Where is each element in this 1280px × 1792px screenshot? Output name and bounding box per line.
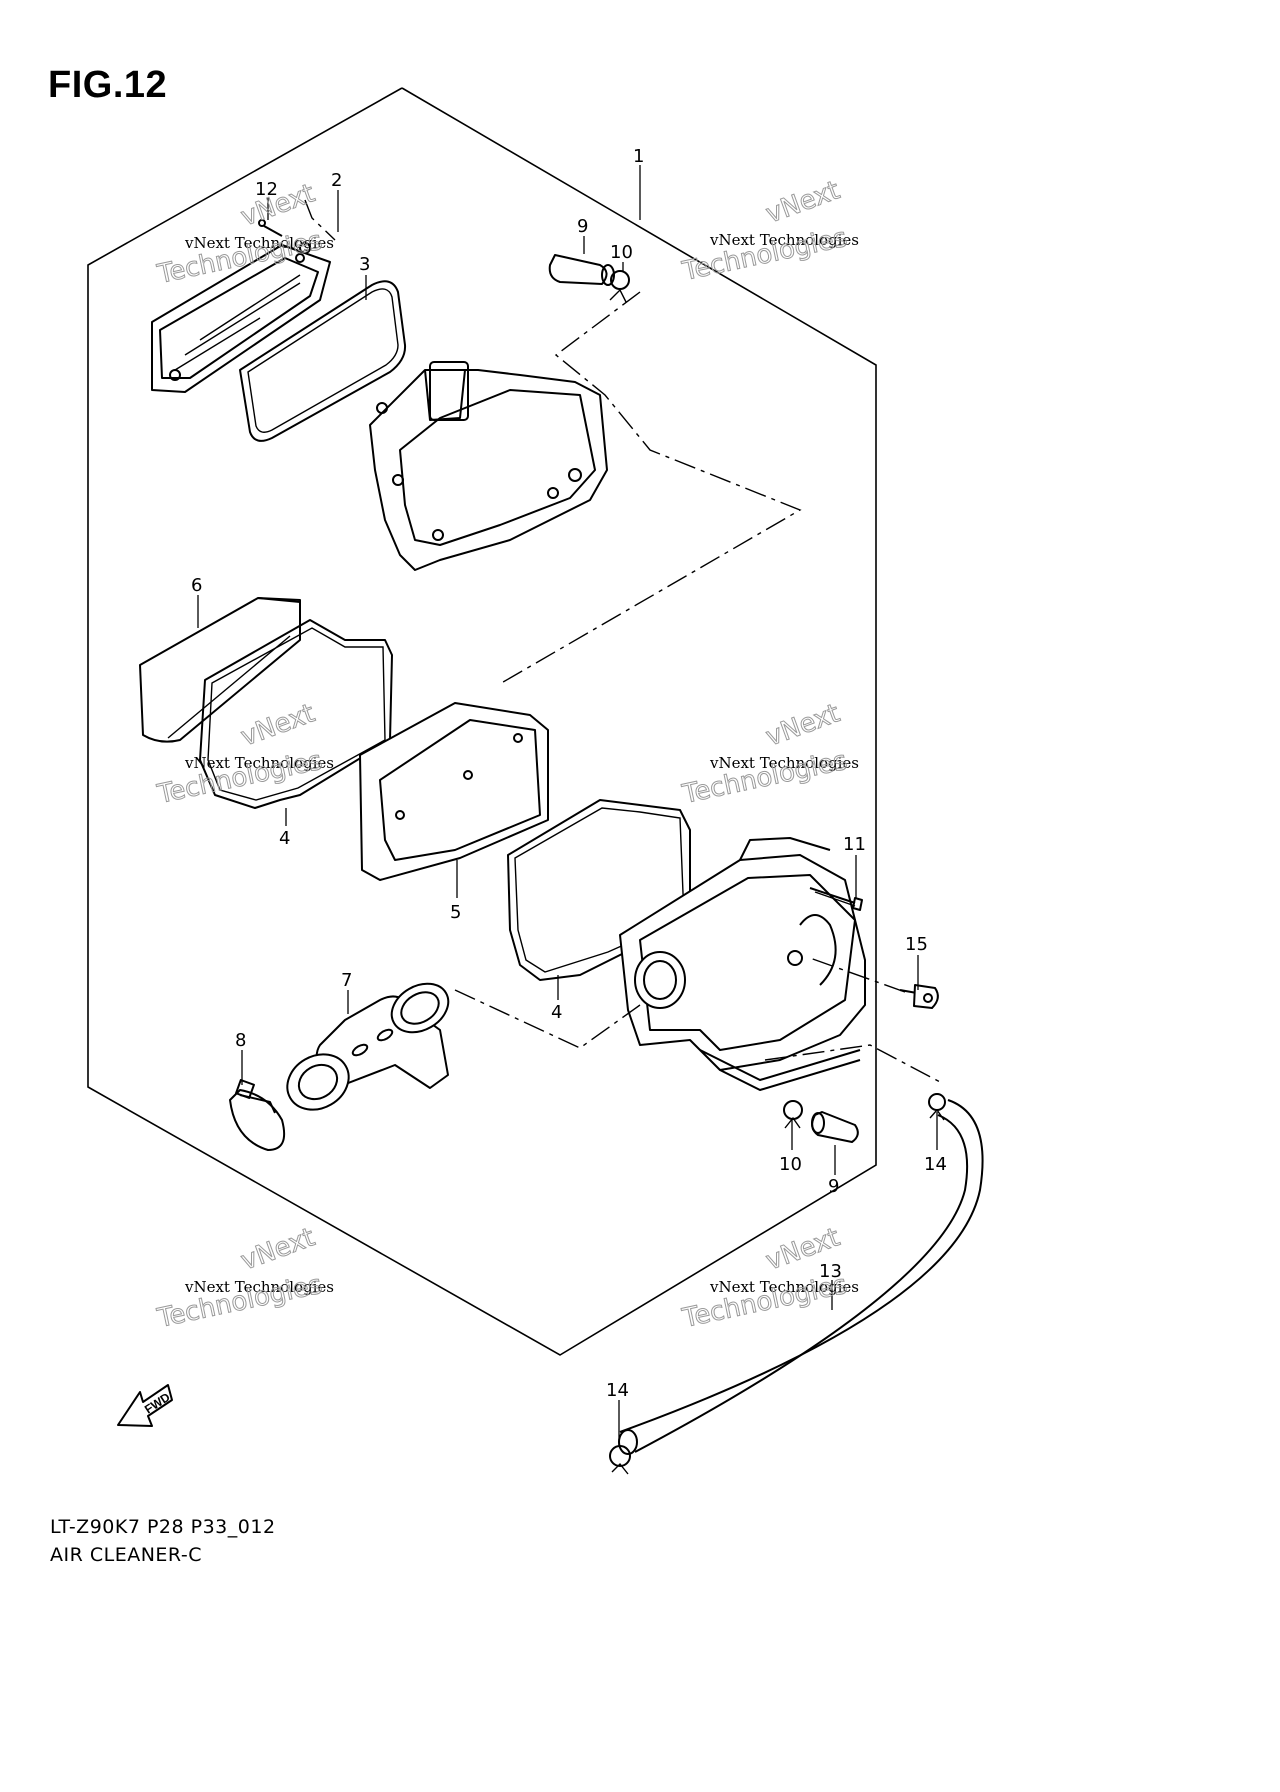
callout-10b: 10 <box>779 1154 802 1175</box>
callout-14a: 14 <box>924 1154 947 1175</box>
gasket-4-upper <box>199 619 393 809</box>
callout-8: 8 <box>235 1030 246 1051</box>
lower-case <box>619 837 866 1091</box>
svg-text:vNext Technologies: vNext Technologies <box>709 231 859 249</box>
callout-7: 7 <box>341 970 352 991</box>
screw-12 <box>258 219 283 237</box>
svg-text:vNext Technologies: vNext Technologies <box>184 234 334 252</box>
element-5 <box>359 702 549 881</box>
cap-gasket <box>239 280 407 442</box>
svg-text:vNext: vNext <box>237 698 319 752</box>
upper-case <box>369 361 608 571</box>
callout-10a: 10 <box>610 242 633 263</box>
callout-13: 13 <box>819 1261 842 1282</box>
callout-9b: 9 <box>828 1176 839 1197</box>
drain-plug-top <box>548 254 615 286</box>
fwd-arrow-icon: FWD <box>117 1384 173 1427</box>
svg-text:vNext: vNext <box>762 698 844 752</box>
assembly-frame <box>87 87 877 1356</box>
model-code: LT-Z90K7 P28 P33_012 <box>50 1516 276 1538</box>
svg-text:vNext Technologies: vNext Technologies <box>184 754 334 772</box>
figure-title: FIG.12 <box>48 64 168 106</box>
clamp-14-upper <box>928 1093 946 1121</box>
svg-text:vNext Technologies: vNext Technologies <box>184 1278 334 1296</box>
hose-clamp-8 <box>229 1079 286 1151</box>
callout-12: 12 <box>255 179 278 200</box>
bolt-15 <box>899 984 939 1009</box>
watermark-top-right: vNext vNext Technologies Technologies <box>679 175 859 288</box>
connector-line-lower <box>454 989 641 1049</box>
air-cleaner-cap <box>151 242 331 393</box>
watermark-mid-right: vNext vNext Technologies Technologies <box>679 698 859 811</box>
callout-4b: 4 <box>551 1002 562 1023</box>
filter-element-6 <box>139 597 301 743</box>
connector-line-cap <box>304 199 336 241</box>
watermark-bottom-right: vNext vNext Technologies Technologies <box>679 1222 859 1335</box>
callout-3: 3 <box>359 254 370 275</box>
connector-line-drain <box>764 1044 941 1083</box>
drain-plug-bottom <box>811 1111 859 1143</box>
clamp-10-bottom <box>783 1100 803 1129</box>
svg-text:vNext Technologies: vNext Technologies <box>709 754 859 772</box>
callout-1: 1 <box>633 146 644 167</box>
clamp-14-lower <box>609 1445 631 1475</box>
callout-11: 11 <box>843 834 866 855</box>
callout-6: 6 <box>191 575 202 596</box>
intake-pipe-7 <box>286 982 450 1111</box>
callout-2: 2 <box>331 170 342 191</box>
callout-5: 5 <box>450 902 461 923</box>
callout-14b: 14 <box>606 1380 629 1401</box>
bolt-11 <box>809 887 863 911</box>
watermark-bottom-left: vNext vNext Technologies Technologies <box>154 1222 334 1335</box>
svg-text:vNext: vNext <box>237 178 319 232</box>
callout-4a: 4 <box>279 828 290 849</box>
callout-9a: 9 <box>577 216 588 237</box>
assembly-name: AIR CLEANER-C <box>50 1544 202 1566</box>
clamp-10-top <box>609 270 630 303</box>
svg-text:vNext Technologies: vNext Technologies <box>709 1278 859 1296</box>
svg-text:vNext: vNext <box>237 1222 319 1276</box>
callout-15: 15 <box>905 934 928 955</box>
svg-text:vNext: vNext <box>762 175 844 229</box>
connector-line-bolt <box>809 957 906 993</box>
connector-line-upper <box>497 291 802 686</box>
